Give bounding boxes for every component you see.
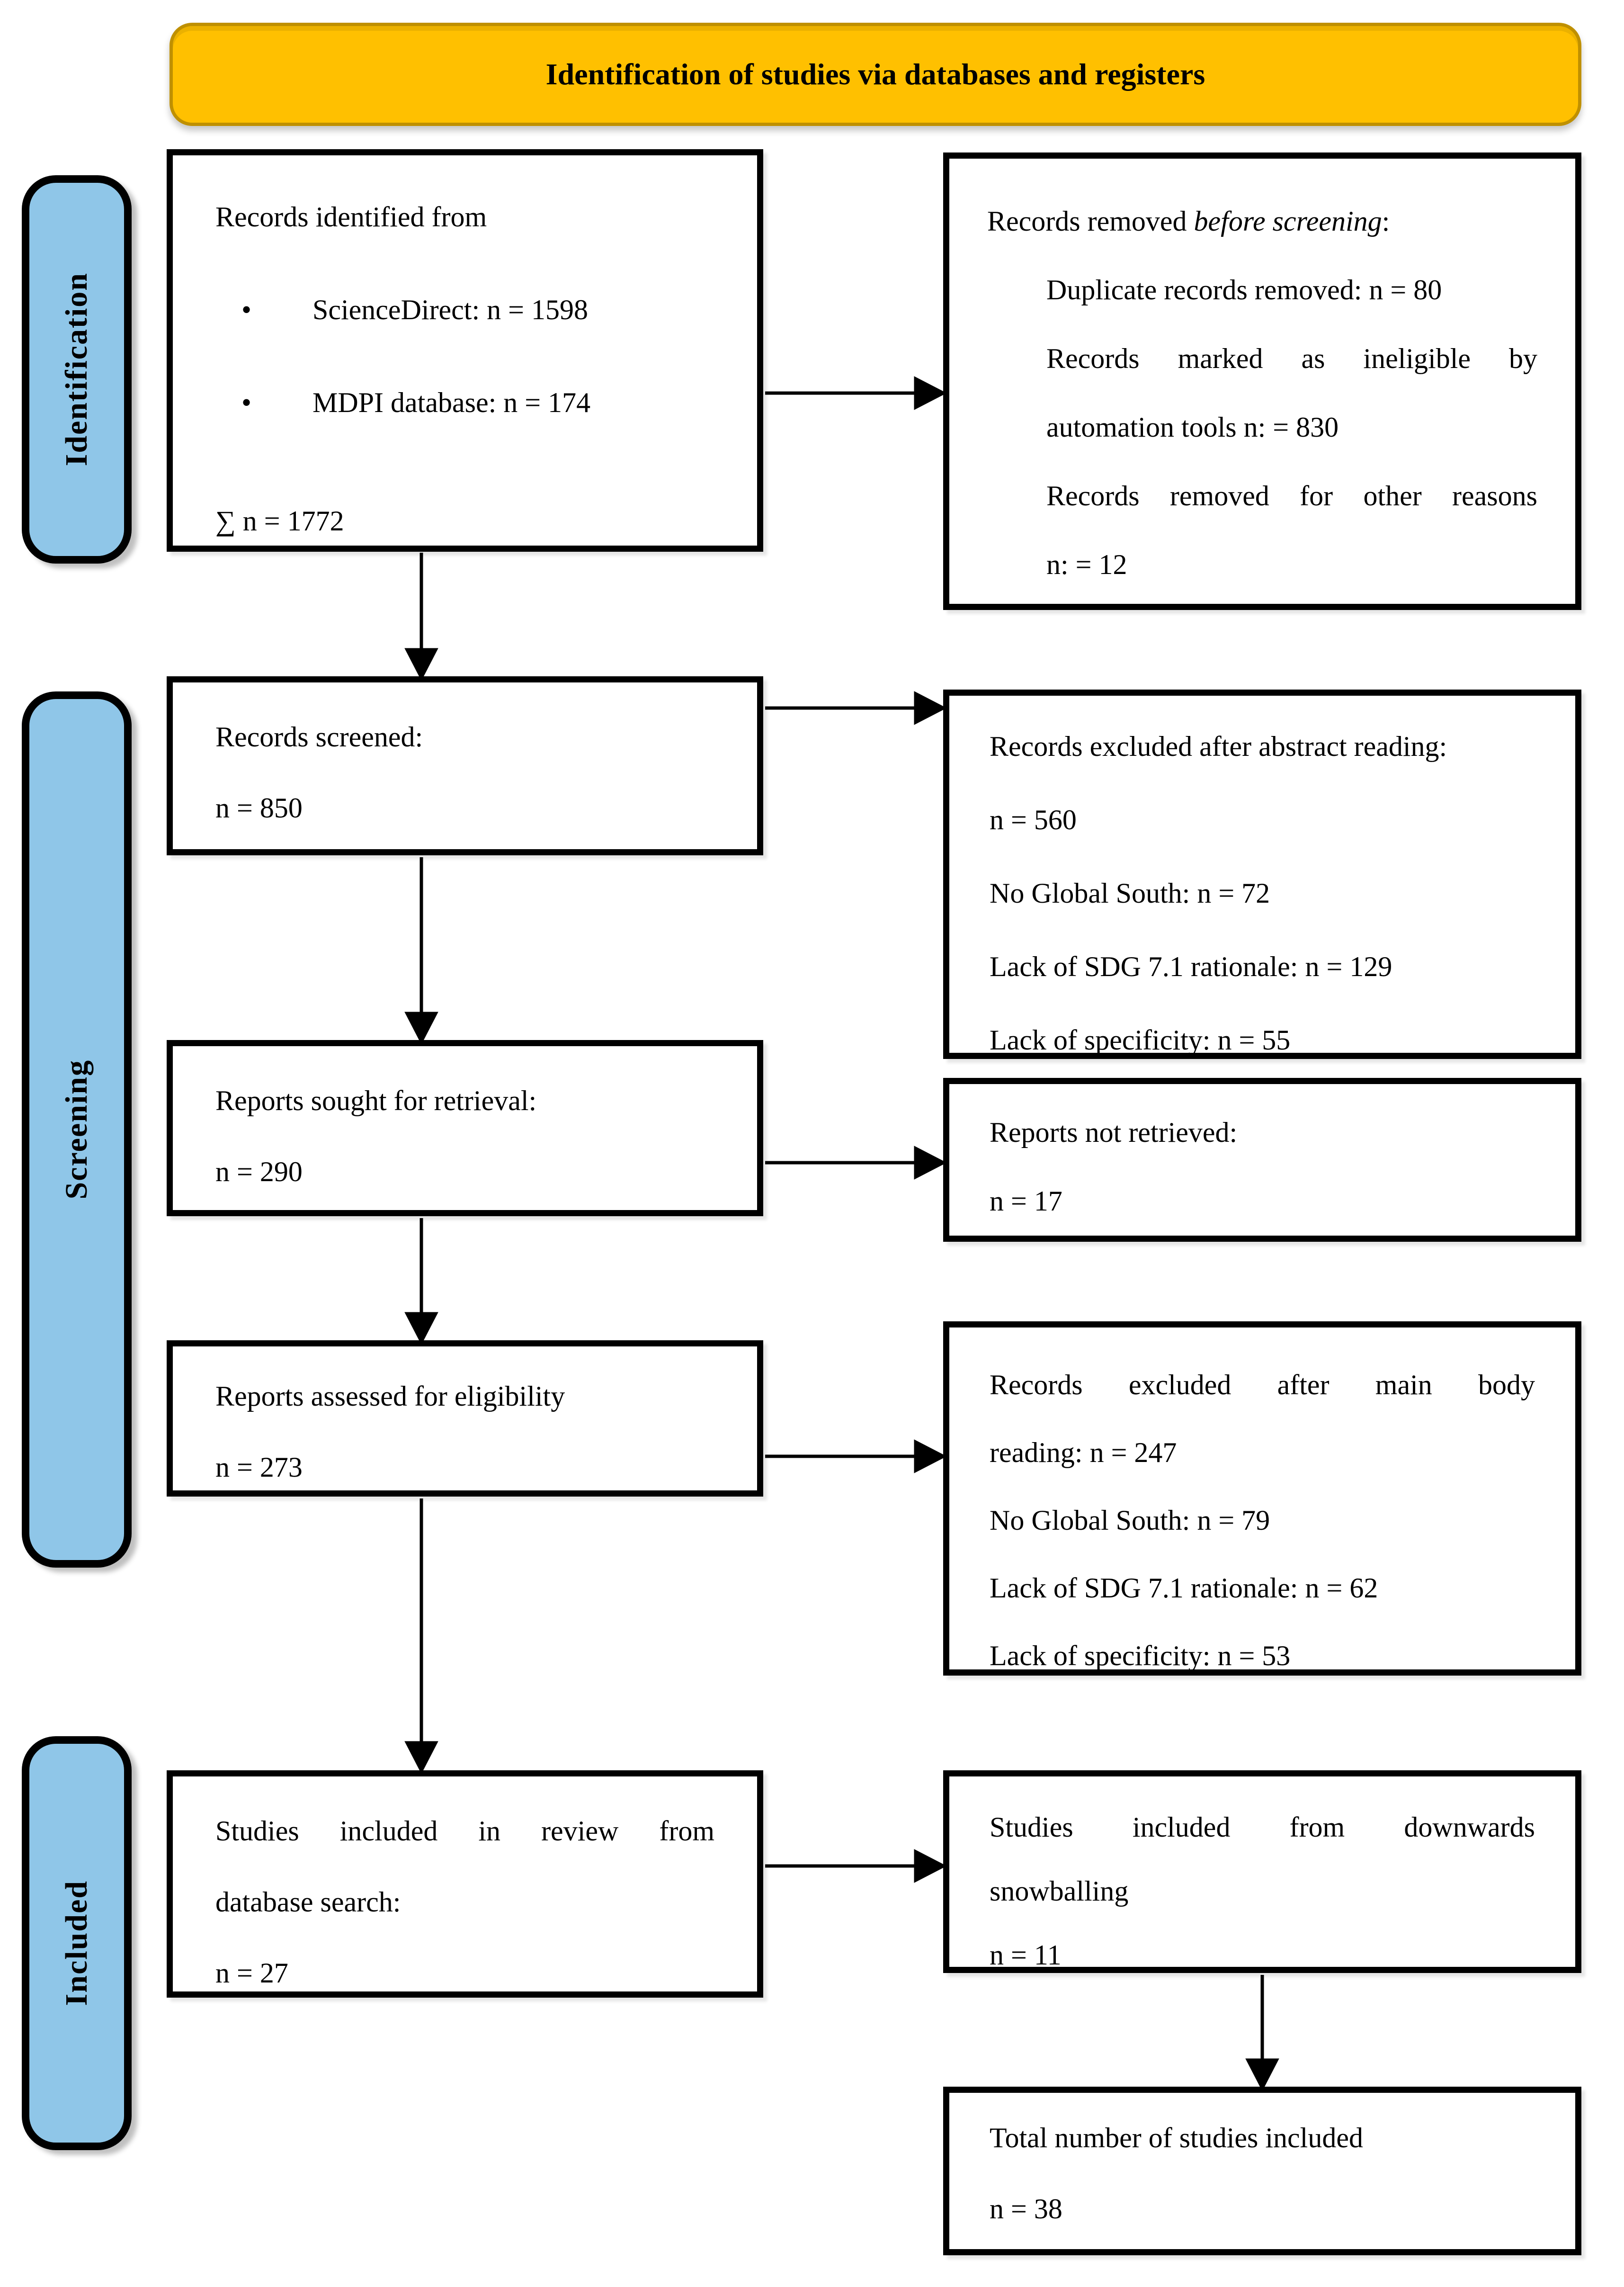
arrow-database-to-snowballing-head	[914, 1849, 947, 1883]
records-removed-other-line1: Records removed for other reasons	[1046, 480, 1537, 511]
box-records-screened: Records screened: n = 850	[167, 676, 763, 855]
box-reports-sought: Reports sought for retrieval: n = 290	[167, 1040, 763, 1216]
arrow-screened-to-sought-head	[404, 1012, 438, 1045]
excluded-mainbody-reason3: Lack of specificity: n = 53	[990, 1640, 1291, 1671]
box-records-excluded-mainbody: Records excluded after main body reading…	[943, 1321, 1581, 1676]
bullet-icon: •	[241, 387, 252, 418]
stage-label-screening: Screening	[22, 691, 132, 1568]
arrow-assessed-to-included-head	[404, 1741, 438, 1774]
stage-included-text: Included	[59, 1880, 94, 2006]
excluded-abstract-reason2: Lack of SDG 7.1 rationale: n = 129	[990, 951, 1392, 982]
box-reports-assessed: Reports assessed for eligibility n = 273	[167, 1340, 763, 1497]
included-snowballing-count: n = 11	[990, 1939, 1062, 1971]
banner-title: Identification of studies via databases …	[170, 23, 1581, 126]
records-removed-heading-post: :	[1382, 206, 1390, 237]
records-removed-duplicates: Duplicate records removed: n = 80	[1046, 274, 1442, 305]
banner-title-text: Identification of studies via databases …	[545, 57, 1205, 91]
records-identified-heading: Records identified from	[215, 201, 487, 233]
records-screened-count: n = 850	[215, 792, 303, 824]
arrow-snowballing-to-total-head	[1245, 2058, 1279, 2091]
included-database-count: n = 27	[215, 1957, 288, 1989]
excluded-mainbody-reason1: No Global South: n = 79	[990, 1505, 1270, 1536]
box-records-removed-before-screening: Records removed before screening: Duplic…	[943, 152, 1581, 610]
reports-sought-heading: Reports sought for retrieval:	[215, 1085, 537, 1116]
records-removed-other-line2: n: = 12	[1046, 549, 1127, 580]
records-removed-ineligible-line1: Records marked as ineligible by	[1046, 343, 1537, 374]
stage-label-included: Included	[22, 1736, 132, 2150]
bullet-icon: •	[241, 294, 252, 325]
included-snowballing-heading-line1: Studies included from downwards	[990, 1812, 1535, 1843]
arrow-sought-to-notretrieved-head	[914, 1146, 947, 1180]
records-identified-source-mdpi: • MDPI database: n = 174	[241, 367, 714, 438]
arrow-screened-to-excluded-head	[914, 691, 947, 725]
included-snowballing-heading-line2: snowballing	[990, 1875, 1129, 1907]
excluded-mainbody-reason2: Lack of SDG 7.1 rationale: n = 62	[990, 1572, 1378, 1604]
included-database-heading-line1: Studies included in review from	[215, 1815, 714, 1847]
records-identified-total: ∑ n = 1772	[215, 505, 344, 537]
records-identified-source1-text: ScienceDirect: n = 1598	[312, 294, 588, 325]
records-identified-source-sciencedirect: • ScienceDirect: n = 1598	[241, 274, 714, 345]
stage-screening-text: Screening	[59, 1059, 94, 1200]
box-studies-included-database: Studies included in review from database…	[167, 1770, 763, 1998]
box-total-studies-included: Total number of studies included n = 38	[943, 2087, 1581, 2255]
excluded-abstract-reason1: No Global South: n = 72	[990, 878, 1270, 909]
total-included-heading: Total number of studies included	[990, 2122, 1363, 2153]
arrow-identified-to-screened-head	[404, 648, 438, 681]
arrow-identified-to-removed-head	[914, 376, 947, 410]
arrow-assessed-to-excluded-head	[914, 1439, 947, 1473]
excluded-mainbody-heading-line1: Records excluded after main body	[990, 1369, 1535, 1400]
records-removed-ineligible-line2: automation tools n: = 830	[1046, 412, 1339, 443]
box-records-identified: Records identified from • ScienceDirect:…	[167, 149, 763, 552]
box-studies-included-snowballing: Studies included from downwards snowball…	[943, 1770, 1581, 1973]
reports-not-retrieved-count: n = 17	[990, 1185, 1062, 1217]
box-reports-not-retrieved: Reports not retrieved: n = 17	[943, 1078, 1581, 1242]
records-screened-heading: Records screened:	[215, 721, 423, 753]
stage-identification-text: Identification	[59, 272, 94, 466]
stage-label-identification: Identification	[22, 175, 132, 564]
reports-not-retrieved-heading: Reports not retrieved:	[990, 1117, 1238, 1148]
records-removed-heading: Records removed before screening:	[987, 187, 1537, 256]
excluded-abstract-reason3: Lack of specificity: n = 55	[990, 1024, 1291, 1056]
records-removed-heading-italic: before screening	[1194, 206, 1382, 237]
arrow-sought-to-assessed-head	[404, 1312, 438, 1345]
total-included-count: n = 38	[990, 2193, 1062, 2224]
reports-sought-count: n = 290	[215, 1156, 303, 1187]
records-removed-heading-pre: Records removed	[987, 206, 1194, 237]
records-identified-source2-text: MDPI database: n = 174	[312, 387, 591, 418]
excluded-abstract-heading: Records excluded after abstract reading:	[990, 731, 1447, 762]
included-database-heading-line2: database search:	[215, 1886, 401, 1918]
excluded-abstract-count: n = 560	[990, 804, 1077, 835]
reports-assessed-heading: Reports assessed for eligibility	[215, 1381, 565, 1412]
excluded-mainbody-heading-line2: reading: n = 247	[990, 1437, 1177, 1468]
reports-assessed-count: n = 273	[215, 1452, 303, 1483]
box-records-excluded-abstract: Records excluded after abstract reading:…	[943, 690, 1581, 1059]
